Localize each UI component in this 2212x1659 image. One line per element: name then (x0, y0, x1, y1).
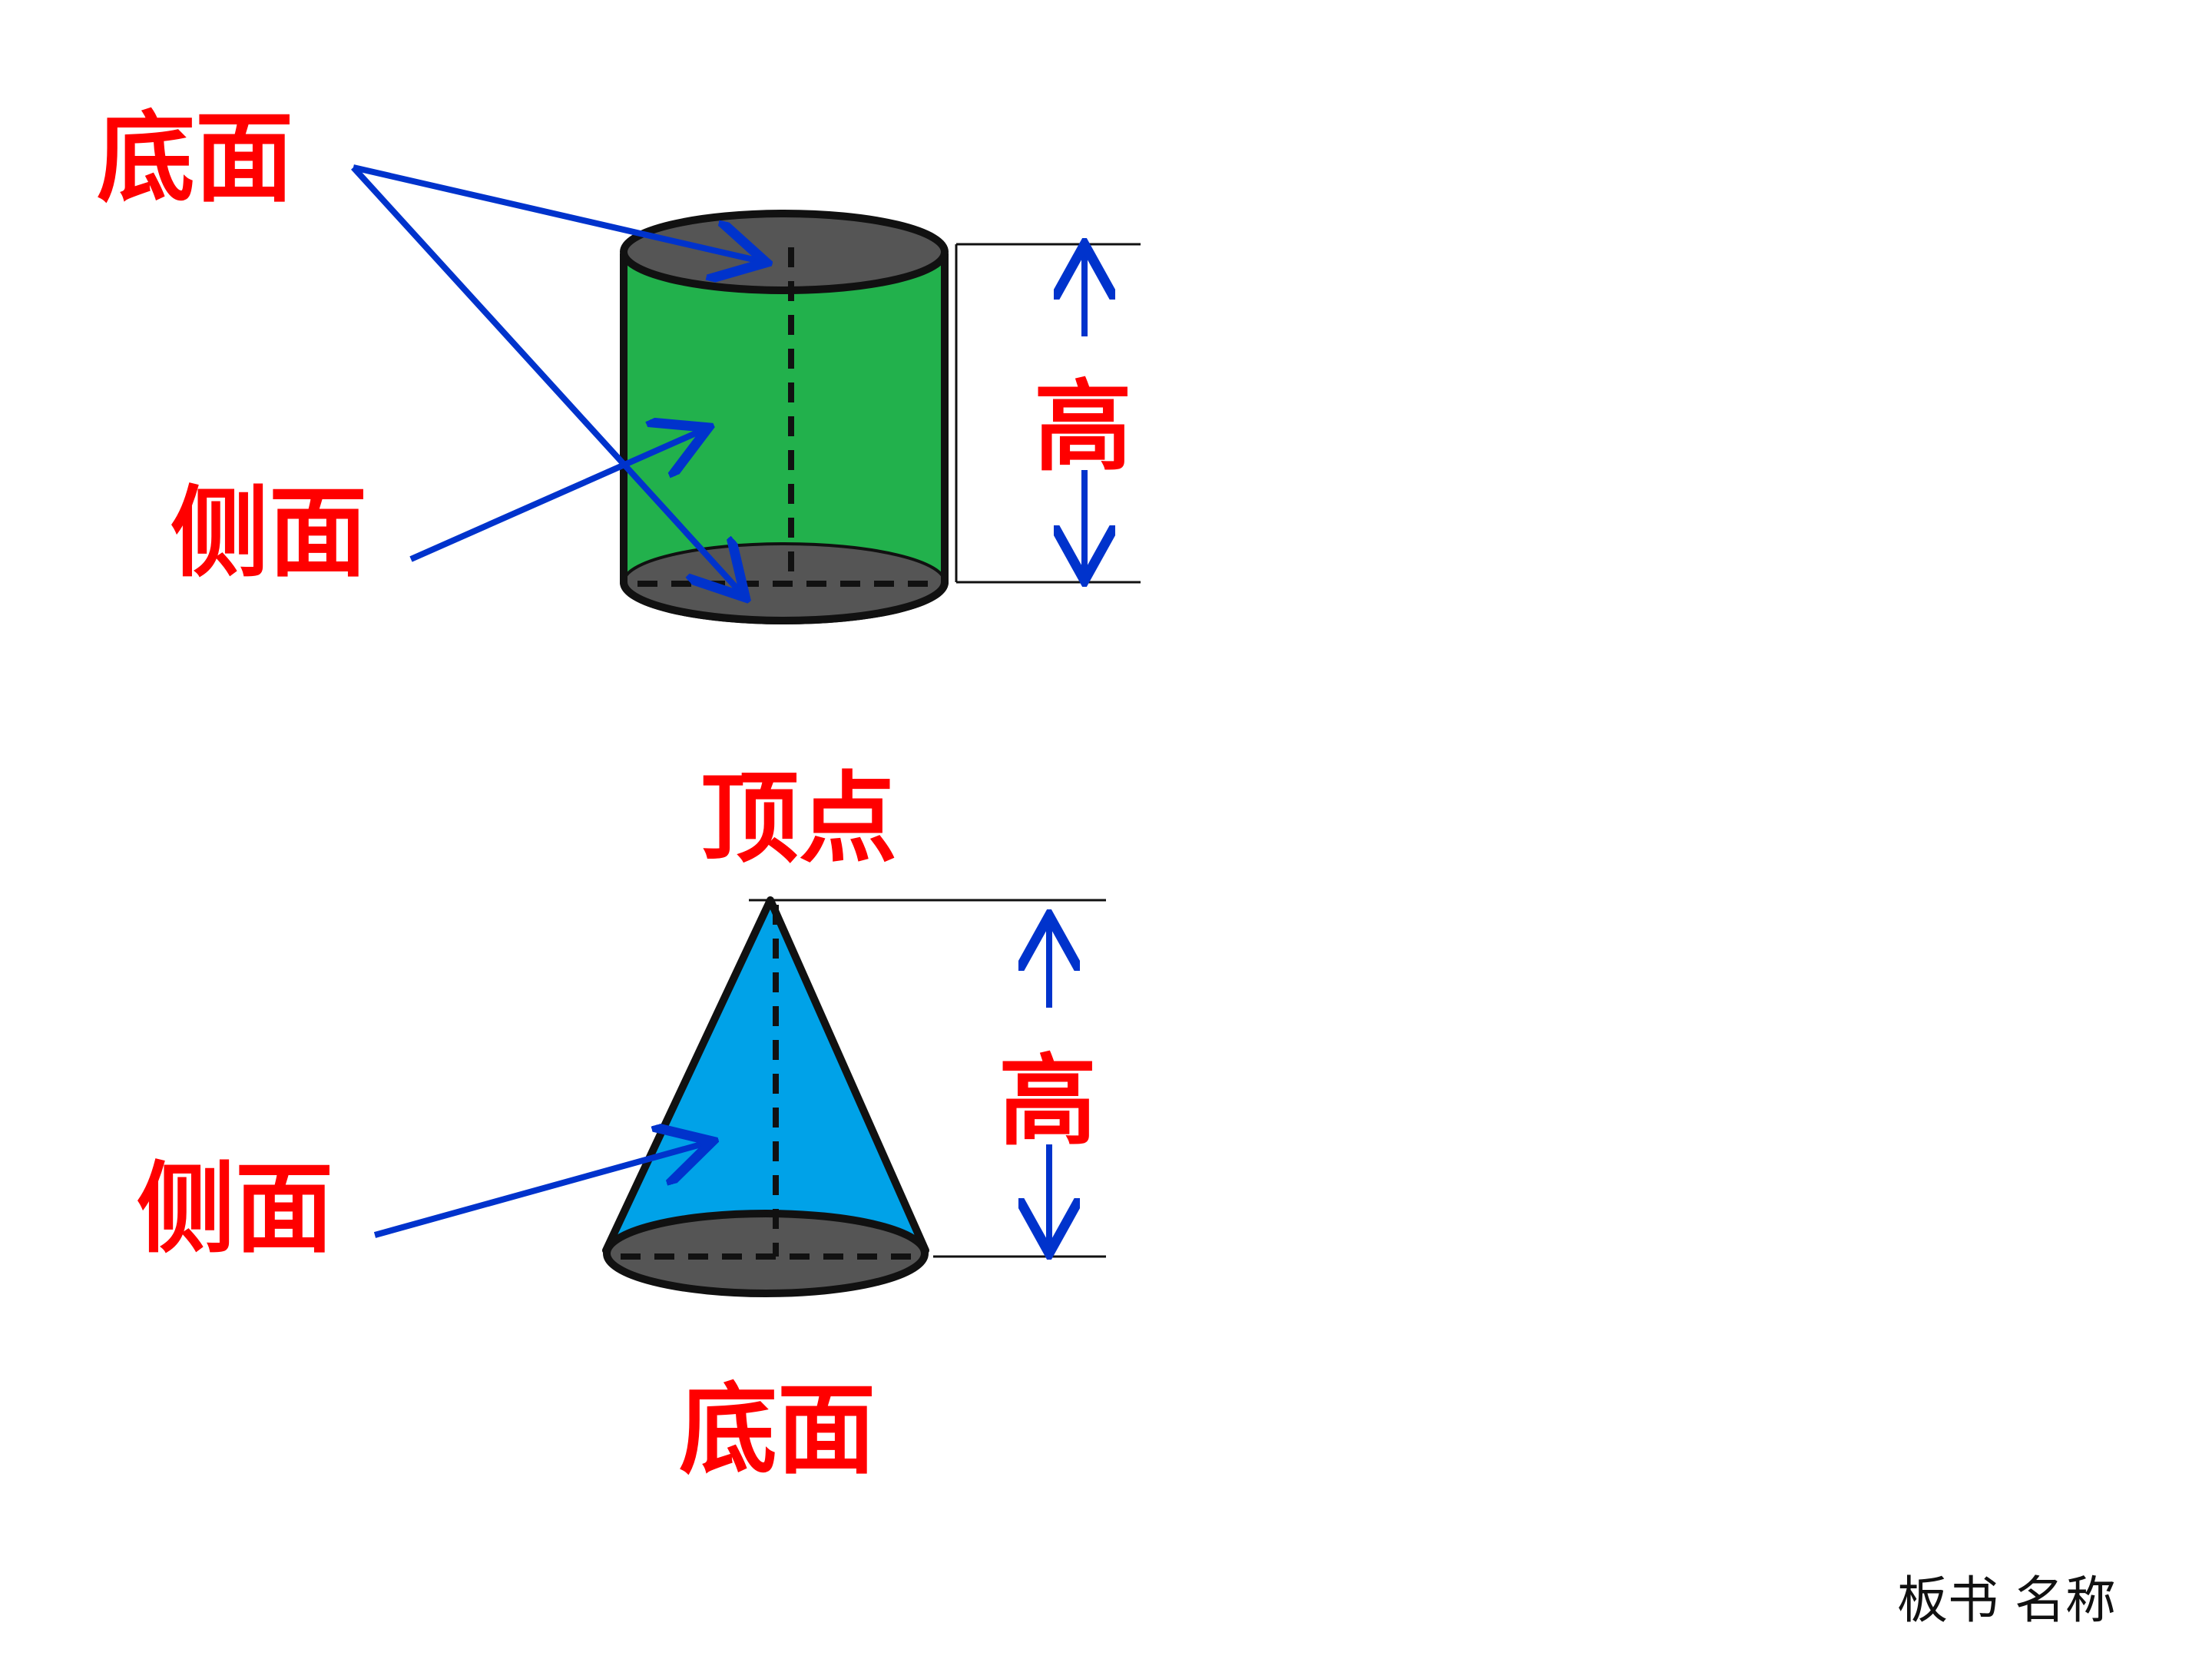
cone-side-surface (602, 896, 929, 1254)
cone-height-label: 高 (998, 1045, 1097, 1159)
cylinder-side-pointer (409, 430, 703, 562)
cone-apex-label: 顶点 (700, 762, 897, 876)
cylinder-side-label: 侧面 (171, 476, 367, 591)
cone-side-label: 侧面 (137, 1152, 333, 1267)
cone-side-pointer (373, 1143, 707, 1238)
cylinder-top-base (620, 210, 949, 294)
cylinder-bottom-front-arc (620, 581, 949, 624)
cylinder-figure: 底面 侧面 高 (97, 101, 1141, 624)
cylinder-top-base-pointer (353, 164, 760, 261)
board-caption: 板书 名称 (1897, 1571, 2116, 1630)
cylinder-bottom-base-pointer (351, 165, 741, 593)
cylinder-height-label: 高 (1034, 370, 1132, 485)
cone-figure: 顶点 侧面 高 底面 (137, 762, 1106, 1488)
cylinder-base-label: 底面 (97, 101, 293, 216)
cone-base-label: 底面 (679, 1373, 876, 1488)
